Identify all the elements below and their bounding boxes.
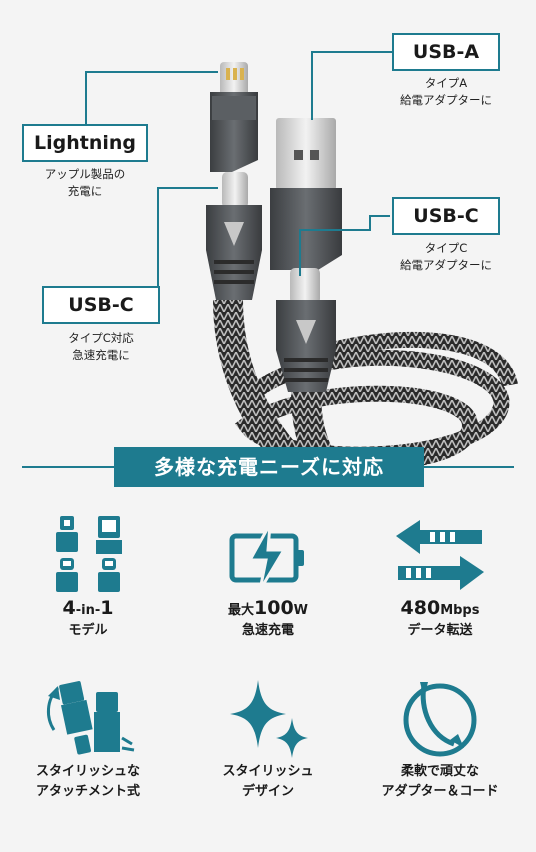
battery-bolt-icon [229,523,304,591]
banner-title: 多様な充電ニーズに対応 [114,447,424,487]
feature-4in1-sub: モデル [68,623,108,638]
transfer-arrows-icon [396,520,484,590]
feature-design-title: スタイリッシュ [222,764,314,779]
feature-attachment-title: スタイリッシュな [35,764,140,779]
lightning-desc-2: 充電に [67,184,103,198]
sparkle-icon [230,680,308,758]
feature-attachment: スタイリッシュな アタッチメント式 [8,678,168,802]
feature-fast-charge-title: 最大100W [227,597,309,619]
usb-c-right-desc-1: タイプC [424,241,468,255]
feature-data-transfer: 480Mbps データ転送 [360,514,520,641]
usb-c-right-desc-2: 給電アダプターに [400,258,492,272]
feature-attachment-sub: アタッチメント式 [35,784,140,799]
usb-c-left-label: USB-C [42,286,160,324]
usb-c-right-label: USB-C [392,197,500,235]
feature-banner: 多様な充電ニーズに対応 [0,447,536,487]
feature-durable-title: 柔軟で頑丈な [400,764,479,779]
four-in-one-icon [56,516,122,592]
feature-design-sub: デザイン [241,784,294,799]
lightning-desc-1: アップル製品の [44,167,126,181]
usb-a-desc-2: 給電アダプターに [400,93,492,107]
usb-a-desc-1: タイプA [424,76,468,90]
lightning-label: Lightning [22,124,148,162]
feature-data-transfer-title: 480Mbps [400,597,480,619]
right-connector [270,118,343,484]
feature-fast-charge: 最大100W 急速充電 [188,514,348,641]
usb-c-left-desc-2: 急速充電に [72,348,130,362]
coiled-cable-icon [403,682,477,757]
feature-4in1: 4-in-1 モデル [8,514,168,641]
feature-durable-sub: アダプター＆コード [381,784,499,799]
feature-data-transfer-sub: データ転送 [407,623,473,638]
attachment-swap-icon [47,681,135,755]
callout-lines [85,51,398,302]
usb-c-left-desc-1: タイプC対応 [68,331,134,345]
feature-design: スタイリッシュ デザイン [188,678,348,802]
feature-durable: 柔軟で頑丈な アダプター＆コード [360,678,520,802]
feature-fast-charge-sub: 急速充電 [241,623,294,638]
product-hero: USB-A タイプA 給電アダプターに Lightning アップル製品の 充電… [22,33,518,484]
usb-a-label: USB-A [392,33,500,71]
feature-4in1-title: 4-in-1 [62,597,114,619]
